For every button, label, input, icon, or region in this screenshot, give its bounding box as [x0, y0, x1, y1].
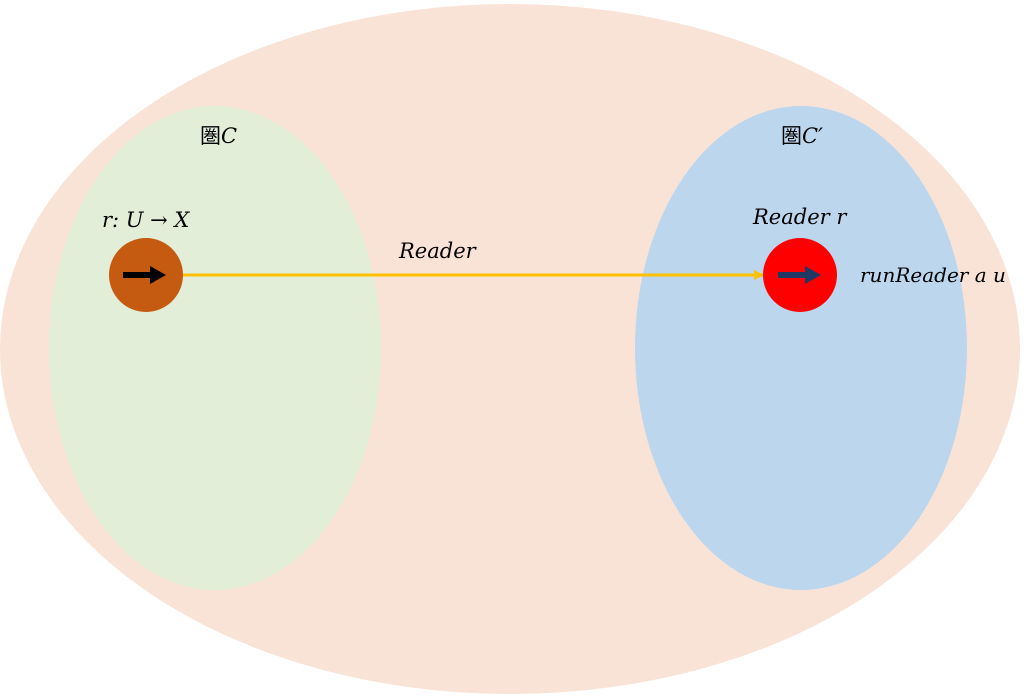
category-c-prime-kanji: 圏 — [781, 124, 802, 148]
target-morphism-label: runReader a u — [860, 263, 1006, 287]
category-c-prime-name: C′ — [802, 124, 823, 148]
category-c-prime-label: 圏C′ — [781, 126, 823, 147]
right-arrow-icon — [123, 266, 166, 284]
category-c-name: C — [221, 124, 238, 148]
functor-label: Reader — [399, 239, 476, 263]
category-c-ellipse — [49, 106, 381, 590]
right-arrow-icon — [778, 266, 821, 284]
category-c-prime-ellipse — [635, 106, 967, 590]
target-object-label: Reader r — [753, 205, 847, 229]
source-morphism-label: r: U → X — [102, 208, 190, 232]
category-c-kanji: 圏 — [200, 124, 221, 148]
category-c-label: 圏C — [200, 126, 237, 147]
